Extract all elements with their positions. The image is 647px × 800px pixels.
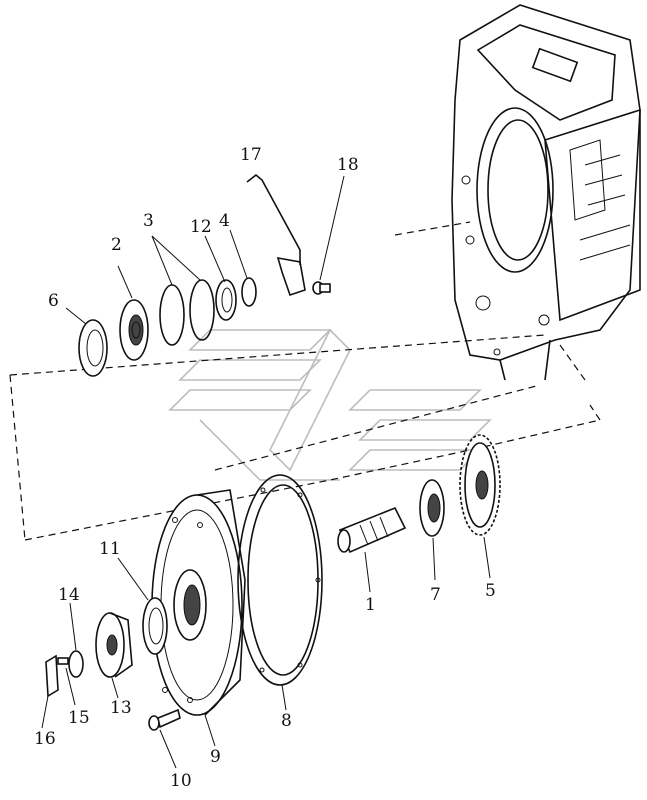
leader-lines xyxy=(41,175,491,769)
part-8-gasket xyxy=(237,474,323,686)
part-18-bolt xyxy=(312,281,331,295)
callout-4: 4 xyxy=(219,211,230,231)
part-7-bearing xyxy=(419,479,445,537)
part-12-ring xyxy=(215,279,237,321)
part-3-snap-rings xyxy=(159,279,215,346)
transmission-housing xyxy=(451,4,641,381)
callout-9: 9 xyxy=(210,747,221,767)
callout-6: 6 xyxy=(48,291,59,311)
part-11-seal xyxy=(142,597,168,655)
callout-2: 2 xyxy=(111,235,122,255)
callout-12: 12 xyxy=(190,217,212,237)
part-5-gear xyxy=(459,434,501,536)
part-2-bearing xyxy=(119,299,149,361)
part-6-seal xyxy=(78,319,108,377)
part-9-cover xyxy=(151,489,246,716)
callout-18: 18 xyxy=(337,155,359,175)
callout-1: 1 xyxy=(365,595,376,615)
callout-17: 17 xyxy=(240,145,262,165)
part-14-washer xyxy=(68,650,84,678)
part-16-lock-plate xyxy=(45,654,59,698)
callout-labels: 2 3 12 4 6 17 18 11 14 13 15 16 10 9 8 1… xyxy=(34,145,496,791)
watermark-logo xyxy=(168,328,492,481)
callout-3: 3 xyxy=(143,211,154,231)
callout-15: 15 xyxy=(68,708,90,728)
callout-11: 11 xyxy=(99,539,121,559)
part-17-rod xyxy=(246,173,306,297)
callout-16: 16 xyxy=(34,729,56,749)
callout-5: 5 xyxy=(485,581,496,601)
callout-7: 7 xyxy=(430,585,441,605)
part-10-bolt xyxy=(148,708,181,731)
part-13-flange xyxy=(95,612,133,678)
callout-13: 13 xyxy=(110,698,132,718)
part-15-bolt xyxy=(57,657,69,665)
callout-10: 10 xyxy=(170,771,192,791)
callout-14: 14 xyxy=(58,585,80,605)
part-1-shaft xyxy=(337,506,407,554)
callout-8: 8 xyxy=(281,711,292,731)
part-4-ring xyxy=(241,277,257,307)
